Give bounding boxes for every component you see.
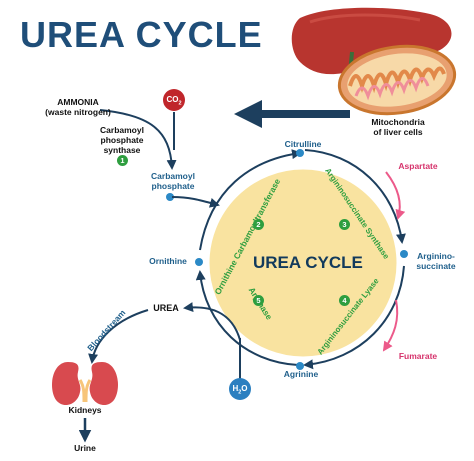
water-sub: 2 (238, 389, 242, 396)
fumarate-arrow (382, 299, 399, 352)
enzyme-3-badge: 3 (339, 219, 350, 230)
carbamoyl-arrow (171, 196, 220, 208)
ammonia-arrow (99, 109, 177, 170)
co2-molecule: CO2 (163, 89, 185, 111)
carbamoyl-phosphate-line2: phosphate (151, 180, 195, 191)
cycle-circle (204, 164, 402, 362)
enzyme-2-badge: 2 (253, 219, 264, 230)
enzyme-5-badge: 5 (253, 295, 264, 306)
urea-arrow (183, 302, 241, 341)
cycle-arrows (195, 149, 406, 370)
mitochondria-label: Mitochondria of liver cells (356, 117, 440, 138)
enzyme-1-line2: phosphate (100, 134, 144, 145)
water-h: H (232, 384, 239, 393)
agrinine-label: Agrinine (283, 369, 319, 379)
node-dots (166, 149, 408, 370)
mitochondria-arrow (234, 100, 350, 128)
mitochondria-line1: Mitochondria (371, 117, 425, 127)
enzyme-1-line3: synthase (103, 144, 141, 155)
aspartate-arrow (385, 171, 406, 220)
center-label: UREA CYCLE (253, 253, 363, 272)
argininosuccinate-label: Arginino- succinate (408, 251, 464, 272)
enzyme-1-badge: 1 (117, 155, 128, 166)
fumarate-label: Fumarate (398, 351, 438, 361)
mitochondria-icon (337, 44, 457, 116)
carbamoyl-phosphate-line1: Carbamoyl (151, 171, 195, 181)
co2-sub: 2 (178, 100, 182, 107)
ornithine-label: Ornithine (149, 256, 187, 266)
urine-label: Urine (74, 443, 96, 453)
carbamoyl-phosphate-label: Carbamoyl phosphate (142, 171, 204, 192)
citrulline-label: Citrulline (284, 139, 322, 149)
page-title: UREA CYCLE (20, 14, 263, 55)
bloodstream-arrow (88, 309, 149, 364)
aspartate-label: Aspartate (398, 161, 438, 171)
enzyme-1-label: Carbamoyl phosphate synthase (92, 125, 152, 155)
kidneys-label: Kidneys (68, 405, 102, 415)
enzyme-1-line1: Carbamoyl (100, 125, 144, 135)
kidneys-icon (52, 362, 118, 406)
ammonia-note: (waste nitrogen) (45, 106, 111, 117)
enzyme-4-badge: 4 (339, 295, 350, 306)
argininosuccinate-line2: succinate (416, 260, 456, 271)
argininosuccinate-line1: Arginino- (417, 251, 455, 261)
co2-text: CO (166, 95, 179, 104)
water-molecule: H2O (229, 378, 251, 400)
ammonia-title: AMMONIA (57, 97, 99, 107)
mitochondria-line2: of liver cells (373, 126, 423, 137)
ammonia-label: AMMONIA (waste nitrogen) (30, 97, 126, 118)
water-o: O (241, 384, 248, 393)
urea-label: UREA (153, 303, 179, 313)
